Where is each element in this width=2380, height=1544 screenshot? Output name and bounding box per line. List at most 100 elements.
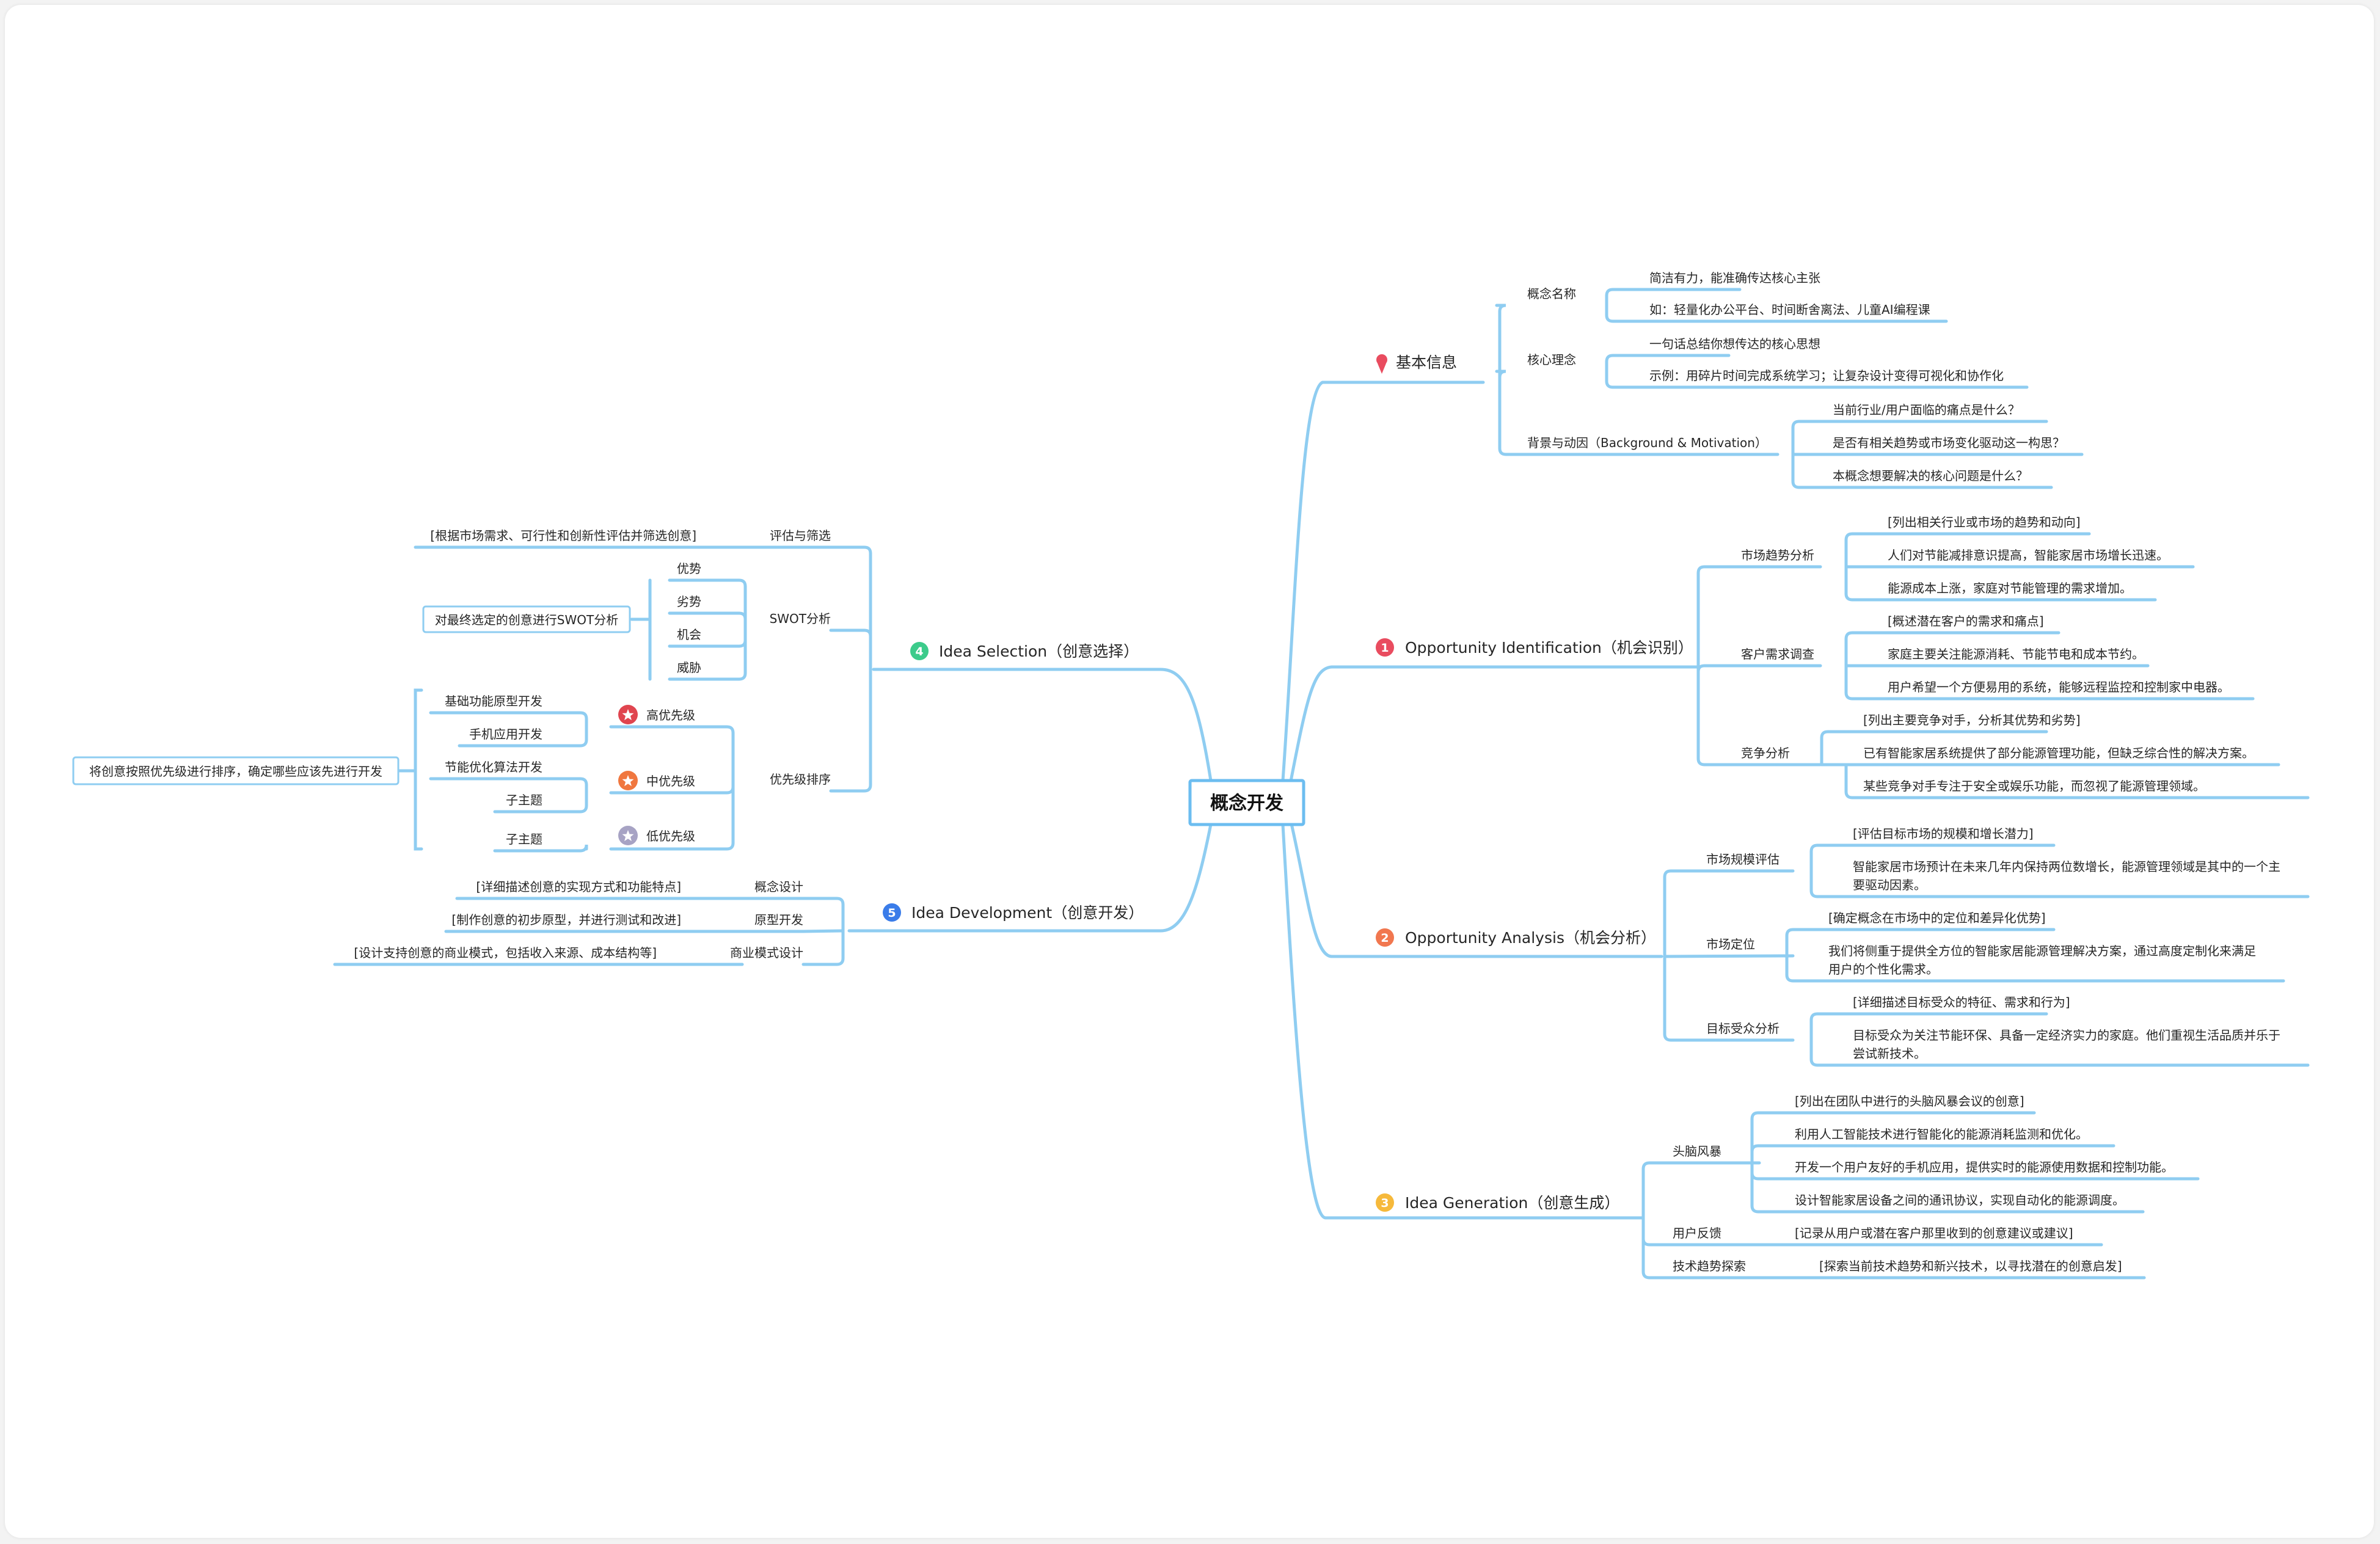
leaf-swot-threat[interactable]: 威胁 xyxy=(677,660,701,675)
leaf-competition-1[interactable]: [列出主要竞争对手，分析其优势和劣势] xyxy=(1863,713,2081,727)
leaf-target-audience-1[interactable]: [详细描述目标受众的特征、需求和行为] xyxy=(1853,995,2070,1010)
root-topic[interactable]: 概念开发 xyxy=(1188,779,1305,826)
leaf-market-size-2b[interactable]: 要驱动因素。 xyxy=(1853,878,1926,892)
node-concept-design[interactable]: 概念设计 xyxy=(754,879,803,894)
number-5-badge-icon xyxy=(883,903,901,922)
connector-line-51 xyxy=(668,611,747,632)
leaf-priority-high-1[interactable]: 基础功能原型开发 xyxy=(445,694,542,708)
connector-line-22 xyxy=(1844,631,2061,668)
note-evaluate-filter[interactable]: [根据市场需求、可行性和创新性评估并筛选创意] xyxy=(430,528,696,543)
swot-summary-box[interactable]: 对最终选定的创意进行SWOT分析 xyxy=(422,605,631,633)
branch-idea-generation[interactable]: 3 Idea Generation（创意生成） xyxy=(1376,1193,1619,1212)
node-tech-trend[interactable]: 技术趋势探索 xyxy=(1673,1259,1746,1273)
node-competition[interactable]: 竞争分析 xyxy=(1741,746,1790,760)
leaf-brainstorm-2[interactable]: 利用人工智能技术进行智能化的能源消耗监测和优化。 xyxy=(1795,1127,2088,1142)
node-background[interactable]: 背景与动因（Background & Motivation） xyxy=(1527,435,1767,450)
swot-summary-text: 对最终选定的创意进行SWOT分析 xyxy=(435,613,618,627)
node-user-feedback[interactable]: 用户反馈 xyxy=(1673,1226,1721,1240)
pin-icon xyxy=(1376,354,1387,374)
branch-idea-development[interactable]: 5 Idea Development（创意开发） xyxy=(883,903,1144,922)
leaf-market-trend-1[interactable]: [列出相关行业或市场的趋势和动向] xyxy=(1888,515,2081,530)
leaf-tech-trend-1[interactable]: [探索当前技术趋势和新兴技术，以寻找潜在的创意启发] xyxy=(1819,1259,2122,1273)
connector-line-40 xyxy=(1750,1111,2036,1165)
connector-line-25 xyxy=(1820,730,2048,767)
leaf-target-audience-2b[interactable]: 尝试新技术。 xyxy=(1853,1046,1926,1061)
leaf-customer-needs-1[interactable]: [概述潜在客户的需求和痛点] xyxy=(1888,614,2044,628)
leaf-core-idea-1[interactable]: 一句话总结你想传达的核心思想 xyxy=(1649,337,1820,351)
number-2-badge-icon xyxy=(1376,928,1394,947)
leaf-priority-mid-2[interactable]: 子主题 xyxy=(506,793,542,807)
leaf-concept-name-1[interactable]: 简洁有力，能准确传达核心主张 xyxy=(1649,271,1820,285)
leaf-market-position-1[interactable]: [确定概念在市场中的定位和差异化优势] xyxy=(1828,911,2046,925)
leaf-background-1[interactable]: 当前行业/用户面临的痛点是什么？ xyxy=(1833,402,2020,417)
connector-line-16 xyxy=(1696,565,1822,669)
priority-summary-text: 将创意按照优先级进行排序，确定哪些应该先进行开发 xyxy=(89,764,382,779)
leaf-customer-needs-2[interactable]: 家庭主要关注能源消耗、节能节电和成本节约。 xyxy=(1888,647,2144,661)
leaf-swot-weakness[interactable]: 劣势 xyxy=(677,594,701,609)
connector-line-59 xyxy=(429,711,588,729)
connector-line-27 xyxy=(1844,763,2310,799)
node-business-model[interactable]: 商业模式设计 xyxy=(730,945,803,960)
leaf-market-trend-2[interactable]: 人们对节能减排意识提高，智能家居市场增长迅速。 xyxy=(1888,548,2169,563)
branch-opportunity-identification[interactable]: 1 Opportunity Identification（机会识别） xyxy=(1376,638,1693,657)
node-prototype[interactable]: 原型开发 xyxy=(754,912,803,927)
node-swot[interactable]: SWOT分析 xyxy=(770,611,831,626)
priority-summary-box[interactable]: 将创意按照优先级进行排序，确定哪些应该先进行开发 xyxy=(72,756,400,785)
leaf-swot-opportunity[interactable]: 机会 xyxy=(677,627,701,642)
leaf-background-3[interactable]: 本概念想要解决的核心问题是什么？ xyxy=(1833,468,2028,483)
leaf-customer-needs-3[interactable]: 用户希望一个方便易用的系统，能够远程监控和控制家中电器。 xyxy=(1888,680,2230,694)
node-market-size[interactable]: 市场规模评估 xyxy=(1706,852,1780,867)
priority-low[interactable]: 低优先级 xyxy=(618,826,695,845)
leaf-market-size-2[interactable]: 智能家居市场预计在未来几年内保持两位数增长，能源管理领域是其中的一个主 xyxy=(1853,859,2280,874)
leaf-core-idea-2[interactable]: 示例：用碎片时间完成系统学习；让复杂设计变得可视化和协作化 xyxy=(1649,368,2004,383)
connector-line-9 xyxy=(1605,288,1742,307)
leaf-brainstorm-1[interactable]: [列出在团队中进行的头脑风暴会议的创意] xyxy=(1795,1094,2024,1109)
leaf-brainstorm-3[interactable]: 开发一个用户友好的手机应用，提供实时的能源使用数据和控制功能。 xyxy=(1795,1160,2174,1174)
leaf-competition-2[interactable]: 已有智能家居系统提供了部分能源管理功能，但缺乏综合性的解决方案。 xyxy=(1863,746,2254,760)
branch-idea-selection[interactable]: 4 Idea Selection（创意选择） xyxy=(910,642,1139,660)
connector-line-3 xyxy=(1281,823,1645,1220)
root-topic-label: 概念开发 xyxy=(1210,793,1283,814)
leaf-priority-mid-1[interactable]: 节能优化算法开发 xyxy=(445,760,542,774)
leaf-market-size-1[interactable]: [评估目标市场的规模和增长潜力] xyxy=(1853,826,2034,841)
node-customer-needs[interactable]: 客户需求调查 xyxy=(1741,647,1814,661)
node-target-audience[interactable]: 目标受众分析 xyxy=(1706,1021,1780,1036)
branch-basic-info[interactable]: 基本信息 xyxy=(1376,354,1457,374)
node-evaluate-filter[interactable]: 评估与筛选 xyxy=(770,528,831,543)
priority-mid[interactable]: 中优先级 xyxy=(618,771,695,790)
leaf-priority-low-1[interactable]: 子主题 xyxy=(506,832,542,847)
node-priority[interactable]: 优先级排序 xyxy=(770,772,831,787)
leaf-priority-high-2[interactable]: 手机应用开发 xyxy=(469,727,542,741)
connector-line-31 xyxy=(1809,843,2056,873)
leaf-market-position-2[interactable]: 我们将侧重于提供全方位的智能家居能源管理解决方案，通过高度定制化来满足 xyxy=(1828,944,2256,958)
leaf-concept-name-2[interactable]: 如：轻量化办公平台、时间断舍离法、儿童AI编程课 xyxy=(1649,302,1930,317)
connector-line-60 xyxy=(458,725,588,748)
connector-line-47 xyxy=(829,628,872,671)
number-3-badge-icon xyxy=(1376,1193,1394,1212)
node-market-position[interactable]: 市场定位 xyxy=(1706,937,1755,952)
leaf-background-2[interactable]: 是否有相关趋势或市场变化驱动这一构思？ xyxy=(1833,435,2065,450)
svg-text:5: 5 xyxy=(888,906,896,920)
node-concept-name[interactable]: 概念名称 xyxy=(1527,286,1576,301)
svg-text:1: 1 xyxy=(1381,641,1389,655)
leaf-competition-3[interactable]: 某些竞争对手专注于安全或娱乐功能，而忽视了能源管理领域。 xyxy=(1863,779,2205,793)
node-core-idea[interactable]: 核心理念 xyxy=(1527,352,1576,367)
priority-high[interactable]: 高优先级 xyxy=(618,705,695,724)
branch-idea-generation-label: Idea Generation（创意生成） xyxy=(1405,1194,1619,1212)
leaf-swot-strength[interactable]: 优势 xyxy=(677,561,701,576)
note-concept-design[interactable]: [详细描述创意的实现方式和功能特点] xyxy=(476,879,681,894)
leaf-brainstorm-4[interactable]: 设计智能家居设备之间的通讯协议，实现自动化的能源调度。 xyxy=(1795,1193,2125,1207)
connector-line-2 xyxy=(1288,817,1663,958)
branch-opportunity-analysis[interactable]: 2 Opportunity Analysis（机会分析） xyxy=(1376,928,1656,947)
connector-line-28 xyxy=(1663,869,1795,958)
leaf-market-trend-3[interactable]: 能源成本上涨，家庭对节能管理的需求增加。 xyxy=(1888,581,2132,595)
leaf-market-position-2b[interactable]: 用户的个性化需求。 xyxy=(1828,962,1938,977)
node-market-trend[interactable]: 市场趋势分析 xyxy=(1741,548,1814,563)
note-business-model[interactable]: [设计支持创意的商业模式，包括收入来源、成本结构等] xyxy=(354,945,657,960)
leaf-target-audience-2[interactable]: 目标受众为关注节能环保、具备一定经济实力的家庭。他们重视生活品质并乐于 xyxy=(1853,1028,2280,1043)
leaf-user-feedback-1[interactable]: [记录从用户或潜在客户那里收到的创意建议或建议] xyxy=(1795,1226,2073,1240)
connector-line-4 xyxy=(872,668,1213,782)
note-prototype[interactable]: [制作创意的初步原型，并进行测试和改进] xyxy=(451,912,681,927)
node-brainstorm[interactable]: 头脑风暴 xyxy=(1673,1144,1721,1159)
